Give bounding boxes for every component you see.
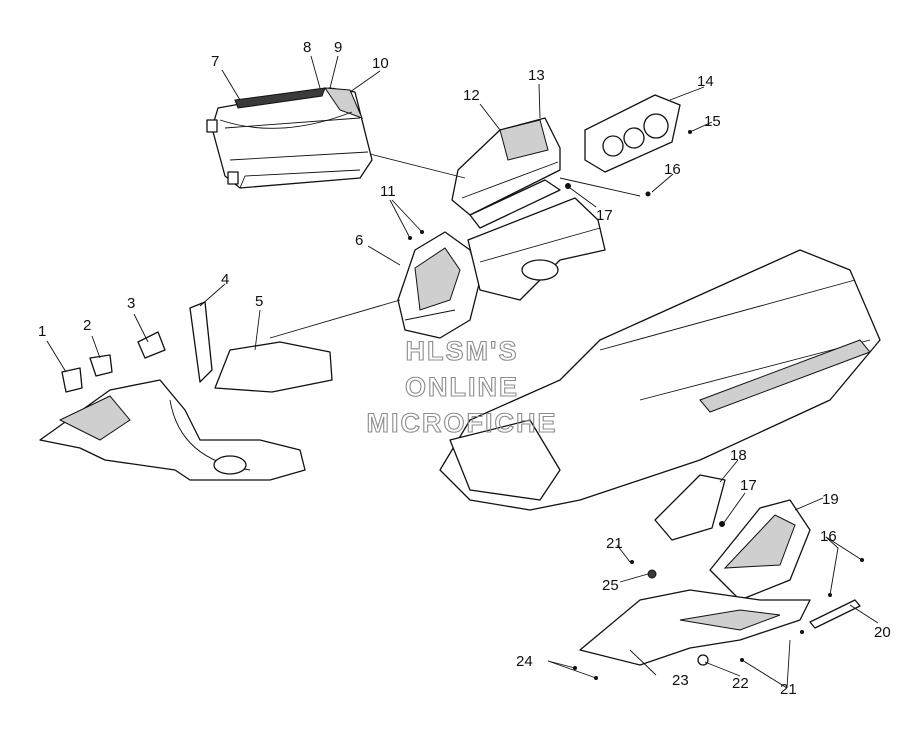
callout-label: 5 xyxy=(255,293,263,310)
callout-label: 18 xyxy=(730,447,747,464)
callout-label: 17 xyxy=(596,207,613,224)
part-chassis xyxy=(439,249,881,511)
callout-label: 6 xyxy=(355,232,363,249)
part-18-cover xyxy=(654,474,726,541)
callout-label: 25 xyxy=(602,577,619,594)
callout-label: 21 xyxy=(780,681,797,698)
part-4-panel xyxy=(189,301,213,383)
part-5-panel xyxy=(214,341,333,393)
callout-label: 21 xyxy=(606,535,623,552)
part-lower-belly xyxy=(579,589,811,666)
part-hood-panel xyxy=(206,87,373,189)
callout-label: 1 xyxy=(38,323,46,340)
callout-label: 12 xyxy=(463,87,480,104)
part-fastener-25 xyxy=(647,569,657,579)
callout-label: 4 xyxy=(221,271,229,288)
callout-labels: 1 2 3 4 5 6 7 8 9 10 11 12 13 14 15 16 1… xyxy=(38,39,891,698)
part-gauge-bezel xyxy=(584,94,681,173)
callout-label: 3 xyxy=(127,295,135,312)
watermark-line-3: MICROFICHE xyxy=(367,408,558,438)
callout-label: 16 xyxy=(820,528,837,545)
leader-lines xyxy=(46,55,879,689)
watermark-line-2: ONLINE xyxy=(405,372,519,402)
part-19-panel xyxy=(709,499,811,601)
hardware-dots xyxy=(408,130,864,680)
callout-label: 2 xyxy=(83,317,91,334)
callout-label: 20 xyxy=(874,624,891,641)
part-20-bar xyxy=(809,599,861,629)
part-3-panel xyxy=(137,331,166,359)
callout-label: 10 xyxy=(372,55,389,72)
callout-label: 24 xyxy=(516,653,533,670)
callout-label: 14 xyxy=(697,73,714,90)
callout-label: 8 xyxy=(303,39,311,56)
callout-label: 15 xyxy=(704,113,721,130)
callout-label: 22 xyxy=(732,675,749,692)
part-1-panel xyxy=(61,367,83,393)
part-nose xyxy=(397,231,481,339)
callout-label: 16 xyxy=(664,161,681,178)
watermark: HLSM'S ONLINE MICROFICHE xyxy=(366,335,558,438)
callout-label: 13 xyxy=(528,67,545,84)
part-2-panel xyxy=(89,354,113,377)
callout-label: 19 xyxy=(822,491,839,508)
part-side-hood-left xyxy=(39,379,306,481)
part-belly-pan-upper xyxy=(467,197,606,301)
part-console xyxy=(451,117,561,229)
callout-label: 9 xyxy=(334,39,342,56)
callout-label: 11 xyxy=(380,183,396,200)
callout-label: 7 xyxy=(211,53,219,70)
watermark-line-1: HLSM'S xyxy=(406,336,519,366)
callout-label: 17 xyxy=(740,477,757,494)
callout-label: 23 xyxy=(672,672,689,689)
